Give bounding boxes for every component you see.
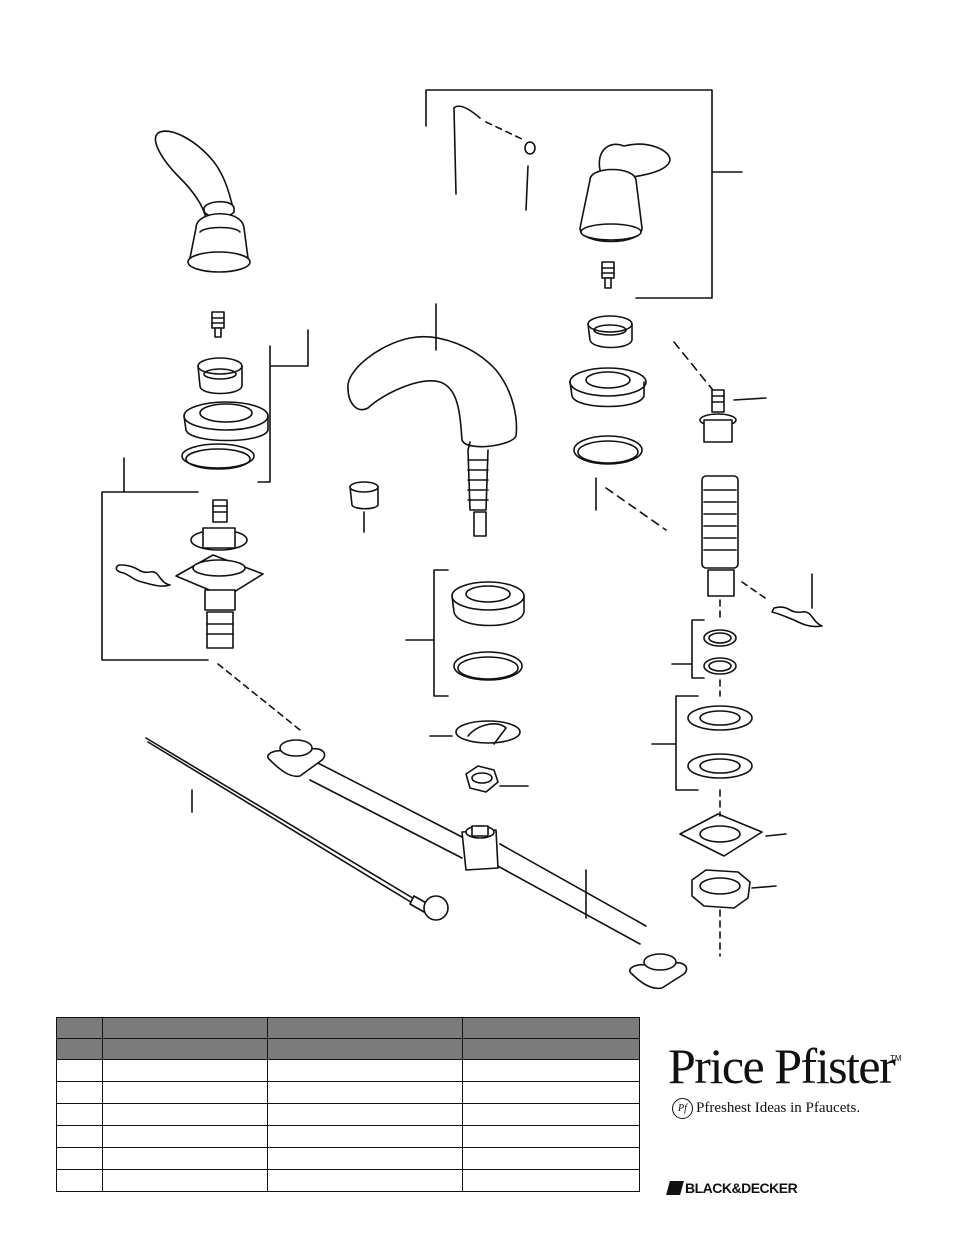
table-cell <box>56 1147 103 1170</box>
left-retaining-clip <box>115 564 171 587</box>
table-cell <box>56 1169 103 1192</box>
black-and-decker-logo: BLACK&DECKER <box>666 1177 808 1199</box>
table-cell <box>267 1147 463 1170</box>
table-row <box>56 1059 640 1082</box>
spout-washer <box>455 720 521 745</box>
table-cell <box>462 1169 640 1192</box>
table-cell <box>267 1059 463 1082</box>
right-handle-screw <box>601 261 615 289</box>
right-lever-handle <box>579 143 671 243</box>
trademark-mark: TM <box>890 1054 902 1063</box>
maker-name: BLACK&DECKER <box>685 1180 798 1196</box>
column-subheader <box>267 1038 463 1060</box>
table-row <box>56 1081 640 1104</box>
small-o-rings <box>703 629 737 675</box>
table-header-row <box>56 1017 640 1039</box>
pf-badge-icon: Pf <box>672 1098 693 1119</box>
right-retaining-clip <box>771 606 823 628</box>
table-cell <box>102 1169 268 1192</box>
table-cell <box>56 1103 103 1126</box>
table-cell <box>462 1081 640 1104</box>
brand-name: Price Pfister <box>668 1038 896 1094</box>
left-bonnet <box>197 357 243 395</box>
spout-o-ring <box>453 651 523 681</box>
column-header <box>56 1017 103 1039</box>
left-valve-body <box>175 499 264 649</box>
table-cell <box>56 1125 103 1148</box>
column-header <box>267 1017 463 1039</box>
table-cell <box>102 1147 268 1170</box>
column-header <box>462 1017 640 1039</box>
table-cell <box>56 1081 103 1104</box>
table-subheader-row <box>56 1038 640 1060</box>
right-inlet-fitting <box>629 953 688 990</box>
right-bonnet <box>587 315 633 349</box>
left-lever-handle <box>154 130 251 273</box>
set-screw <box>524 141 536 155</box>
spout-nut <box>465 765 499 793</box>
left-handle-screw <box>211 311 225 338</box>
column-subheader <box>102 1038 268 1060</box>
table-cell <box>267 1169 463 1192</box>
flat-washers <box>687 705 753 779</box>
table-cell <box>462 1059 640 1082</box>
table-cell <box>267 1125 463 1148</box>
mounting-nut <box>691 869 751 909</box>
allen-wrench <box>453 105 481 195</box>
table-cell <box>56 1059 103 1082</box>
column-header <box>102 1017 268 1039</box>
left-inlet-fitting <box>267 739 326 778</box>
left-escutcheon <box>183 401 269 442</box>
exploded-faucet-diagram <box>101 89 823 990</box>
aerator <box>349 481 379 510</box>
table-row <box>56 1147 640 1170</box>
price-pfister-logo: Price Pfister TM Pf Pfreshest Ideas in P… <box>668 1036 908 1126</box>
hexagon-icon <box>666 1181 684 1195</box>
waterway-tubing <box>309 761 647 945</box>
pop-up-rod <box>145 737 449 921</box>
cartridge <box>699 389 737 443</box>
brand-tagline: Pfreshest Ideas in Pfaucets. <box>696 1100 861 1116</box>
left-o-ring <box>181 443 255 470</box>
table-row <box>56 1125 640 1148</box>
table-cell <box>102 1125 268 1148</box>
table-cell <box>102 1081 268 1104</box>
right-escutcheon <box>569 367 647 408</box>
spout-escutcheon <box>451 581 525 627</box>
table-cell <box>102 1059 268 1082</box>
column-subheader <box>56 1038 103 1060</box>
parts-table <box>56 1017 640 1192</box>
table-cell <box>267 1081 463 1104</box>
right-valve-body <box>701 475 739 597</box>
table-cell <box>462 1125 640 1148</box>
table-cell <box>462 1147 640 1170</box>
square-plate <box>679 813 763 857</box>
table-row <box>56 1169 640 1192</box>
table-cell <box>267 1103 463 1126</box>
table-cell <box>462 1103 640 1126</box>
table-row <box>56 1103 640 1126</box>
column-subheader <box>462 1038 640 1060</box>
spout <box>347 336 518 537</box>
right-o-ring <box>573 435 643 465</box>
table-cell <box>102 1103 268 1126</box>
